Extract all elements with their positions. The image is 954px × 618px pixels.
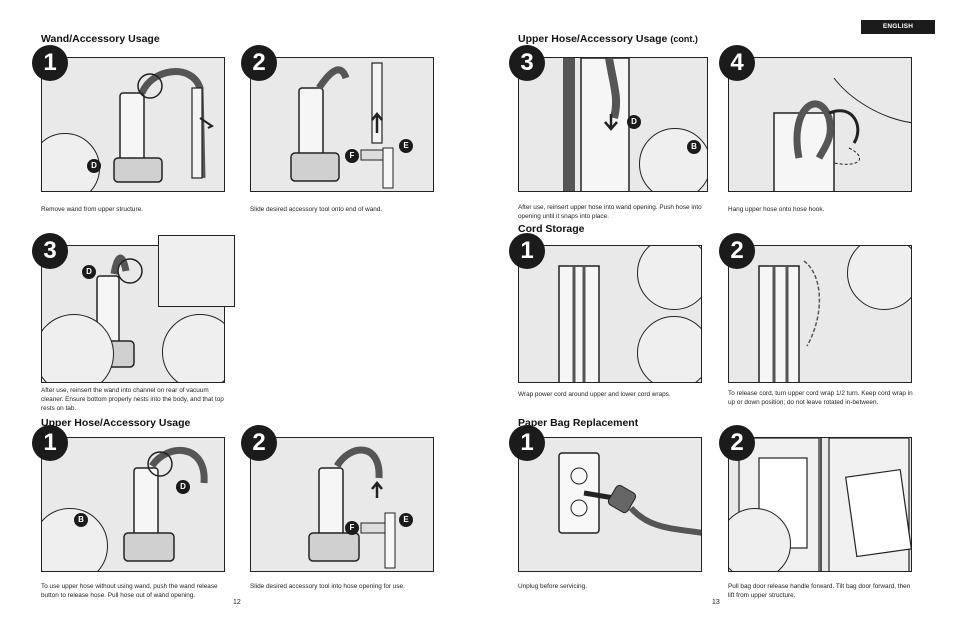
detail-inset xyxy=(637,316,701,382)
step-number-badge: 3 xyxy=(509,45,545,81)
vacuum-illustration xyxy=(558,265,600,382)
step-caption: After use, reinsert upper hose into wand… xyxy=(518,204,702,220)
vacuum-illustration xyxy=(773,77,911,191)
illustration-hose-step-1: D B xyxy=(41,437,225,572)
vacuum-illustration xyxy=(563,58,630,191)
section-heading-upper-hose: Upper Hose/Accessory Usage xyxy=(41,417,191,429)
vacuum-illustration xyxy=(123,446,208,562)
step-caption: Remove wand from upper structure. xyxy=(41,206,143,213)
step-caption: Hang upper hose onto hose hook. xyxy=(728,206,825,213)
step-caption: Pull bag door release handle forward. Ti… xyxy=(728,583,911,599)
detail-inset xyxy=(162,314,224,382)
outlet-plug-illustration xyxy=(558,452,701,536)
illustration-cord-step-1 xyxy=(518,245,702,383)
page-number-left: 12 xyxy=(233,599,241,606)
step-number-badge: 2 xyxy=(241,45,277,81)
part-label-e: E xyxy=(399,513,413,527)
part-label-d: D xyxy=(87,159,101,173)
language-tab: ENGLISH xyxy=(861,20,935,34)
vacuum-illustration xyxy=(308,446,396,569)
section-heading-paper-bag: Paper Bag Replacement xyxy=(518,417,639,429)
part-label-f: F xyxy=(345,149,359,163)
detail-inset-square xyxy=(158,235,235,307)
vacuum-illustration xyxy=(738,438,911,571)
step-caption: Wrap power cord around upper and lower c… xyxy=(518,391,671,398)
vacuum-illustration xyxy=(113,68,214,183)
step-caption: To release cord, turn upper cord wrap 1/… xyxy=(728,390,913,406)
step-number-badge: 3 xyxy=(32,233,68,269)
detail-inset xyxy=(729,508,791,571)
step-caption: After use, reinsert the wand into channe… xyxy=(41,387,224,412)
step-number-badge: 1 xyxy=(509,233,545,269)
step-number-badge: 2 xyxy=(241,425,277,461)
part-label-d: D xyxy=(176,480,190,494)
detail-inset xyxy=(847,246,911,310)
section-heading-wand: Wand/Accessory Usage xyxy=(41,33,160,45)
heading-suffix: (cont.) xyxy=(670,34,698,44)
detail-inset xyxy=(42,314,114,382)
part-label-b: B xyxy=(687,140,701,154)
step-number-badge: 2 xyxy=(719,425,755,461)
detail-inset xyxy=(639,128,707,191)
illustration-bag-step-1 xyxy=(518,437,702,572)
part-label-f: F xyxy=(345,521,359,535)
step-number-badge: 1 xyxy=(32,45,68,81)
illustration-bag-step-2 xyxy=(728,437,912,572)
illustration-hose-step-3: D B xyxy=(518,57,708,192)
illustration-hose-step-2: E F xyxy=(250,437,434,572)
detail-inset xyxy=(637,246,701,310)
step-number-badge: 2 xyxy=(719,233,755,269)
part-label-d: D xyxy=(627,115,641,129)
part-label-b: B xyxy=(74,513,88,527)
illustration-wand-step-1: D xyxy=(41,57,225,192)
step-caption: To use upper hose without using wand, pu… xyxy=(41,583,218,599)
page-number-right: 13 xyxy=(712,599,720,606)
step-caption: Slide desired accessory tool onto end of… xyxy=(250,206,383,213)
step-caption: Unplug before servicing. xyxy=(518,583,587,590)
vacuum-illustration xyxy=(290,62,394,189)
part-label-d: D xyxy=(82,265,96,279)
section-heading-cord-storage: Cord Storage xyxy=(518,223,585,235)
step-number-badge: 1 xyxy=(509,425,545,461)
heading-text: Upper Hose/Accessory Usage xyxy=(518,33,668,45)
step-number-badge: 1 xyxy=(32,425,68,461)
step-caption: Slide desired accessory tool into hose o… xyxy=(250,583,405,590)
vacuum-illustration xyxy=(758,260,821,382)
illustration-cord-step-2 xyxy=(728,245,912,383)
section-heading-upper-hose-cont: Upper Hose/Accessory Usage (cont.) xyxy=(518,33,698,45)
step-number-badge: 4 xyxy=(719,45,755,81)
illustration-wand-step-2: E F xyxy=(250,57,434,192)
illustration-hose-step-4 xyxy=(728,57,912,192)
part-label-e: E xyxy=(399,139,413,153)
